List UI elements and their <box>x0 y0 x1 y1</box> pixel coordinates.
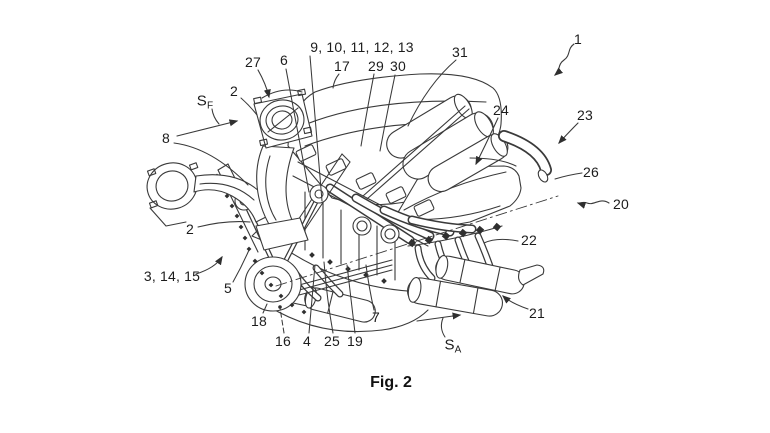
ref-label-3-14-15: 3, 14, 15 <box>143 268 201 284</box>
ref-label-2-front-cover: 2 <box>186 221 194 237</box>
ref-label-17: 17 <box>334 58 350 74</box>
sa-base: S <box>444 336 455 354</box>
intake-duct <box>146 145 309 251</box>
exhaust-pipe-bundle <box>386 93 509 193</box>
ref-label-19: 19 <box>347 333 363 349</box>
crossing-rod <box>362 105 470 200</box>
sf-subscript: F <box>206 100 214 112</box>
block-ports <box>352 216 400 244</box>
ignition-coils <box>295 144 435 217</box>
sf-base: S <box>196 92 207 110</box>
sa-subscript: A <box>454 344 462 356</box>
crank-axis <box>275 195 559 287</box>
arrow-leaders <box>176 43 610 322</box>
leader-lines <box>173 55 583 338</box>
throttle-body <box>253 88 313 149</box>
exhaust-runners <box>325 183 477 245</box>
ref-label-18: 18 <box>251 313 267 329</box>
ref-label-6: 6 <box>280 52 288 68</box>
ref-label-22: 22 <box>521 232 537 248</box>
direction-indicator-sa: SA <box>444 337 461 356</box>
ref-label-25: 25 <box>324 333 340 349</box>
ref-label-5: 5 <box>224 280 232 296</box>
ref-label-20: 20 <box>613 196 629 212</box>
ref-label-8: 8 <box>162 130 170 146</box>
ref-label-26: 26 <box>583 164 599 180</box>
ref-label-1: 1 <box>574 31 582 47</box>
ref-label-9-13: 9, 10, 11, 12, 13 <box>310 39 414 55</box>
ref-label-29: 29 <box>368 58 384 74</box>
ref-label-21: 21 <box>529 305 545 321</box>
ref-label-2-throttle: 2 <box>230 83 238 99</box>
catalytic-converters-right <box>406 255 545 317</box>
direction-indicator-sf: SF <box>197 93 214 112</box>
catalytic-converters-left <box>281 264 376 323</box>
ref-label-31: 31 <box>452 44 468 60</box>
ref-label-4: 4 <box>303 333 311 349</box>
ref-label-23: 23 <box>577 107 593 123</box>
ref-label-16: 16 <box>275 333 291 349</box>
ref-label-7: 7 <box>372 309 380 325</box>
ref-label-27: 27 <box>245 54 261 70</box>
tailpipe-elbow <box>469 130 552 183</box>
ref-label-30: 30 <box>390 58 406 74</box>
underbody-pipes <box>267 259 429 333</box>
ref-label-24: 24 <box>493 102 509 118</box>
figure-caption: Fig. 2 <box>370 374 412 391</box>
